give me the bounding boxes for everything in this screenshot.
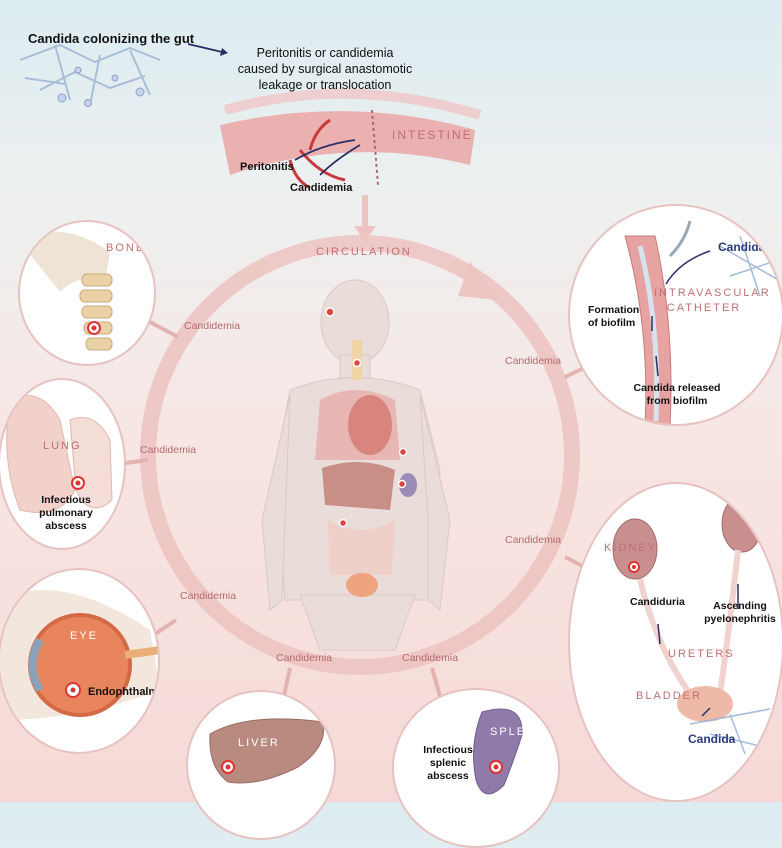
ascending-pyelonephritis-label: Ascending pyelonephritis [704,600,776,625]
candidemia-catheter-link: Candidemia [505,355,562,367]
candidemia-bone-link: Candidemia [184,320,241,332]
ureters-label: URETERS [668,648,735,660]
catheter-candida-label: Candida [718,240,766,254]
fungal-hyphae-illustration [19,43,161,107]
lung-label: LUNG [43,440,82,452]
candidemia-lung-link: Candidemia [140,444,197,456]
lung-illustration [6,395,113,513]
spleen-label: SPLEEN [490,726,546,738]
bone-panel: BONE [18,220,156,366]
urinary-panel: KIDNEY Candiduria Ascending pyelonephrit… [568,482,782,802]
spleen-panel: SPLEEN Infectious splenic abscess [392,688,560,848]
circulation-label: CIRCULATION [316,246,412,258]
bladder-label: BLADDER [636,690,702,702]
liver-panel: LIVER [186,690,336,840]
liver-illustration [209,718,325,784]
intestine-label: INTESTINE [392,128,473,142]
intestine-candidemia-label: Candidemia [290,182,353,194]
urinary-illustration [612,495,771,755]
title: Candida colonizing the gut [28,31,195,46]
top-caption: Peritonitis or candidemia caused by surg… [237,46,413,92]
spine-illustration [20,231,113,351]
candiduria-label: Candiduria [630,596,685,608]
spleen-note: Infectious splenic abscess [423,744,473,782]
peritonitis-label: Peritonitis [240,161,294,173]
liver-label: LIVER [238,737,280,749]
catheter-illustration [624,220,781,424]
catheter-panel: Candida INTRAVASCULAR CATHETER Formation… [568,204,782,426]
bone-label: BONE [106,242,146,254]
kidney-label: KIDNEY [604,542,657,554]
biofilm-label: Formation of biofilm [588,304,640,329]
eye-illustration [0,590,158,720]
catheter-label: INTRAVASCULAR CATHETER [654,287,771,314]
candidemia-liver-link: Candidemia [276,652,333,664]
eye-label: EYE [70,630,99,642]
eye-panel: EYE Endophthalmitis [0,568,160,754]
bladder-candida-label: Candida [688,732,736,746]
biofilm-release-label: Candida released from biofilm [633,382,721,407]
lung-note: Infectious pulmonary abscess [39,494,93,532]
intestine-illustration [187,43,482,190]
eye-note: Endophthalmitis [88,686,159,698]
human-body-illustration [261,279,451,651]
lung-panel: LUNG Infectious pulmonary abscess [0,378,126,550]
candidemia-spleen-link: Candidemia [402,652,459,664]
spleen-illustration [473,708,523,795]
candidemia-kidney-link: Candidemia [505,534,562,546]
candidemia-eye-link: Candidemia [180,590,237,602]
